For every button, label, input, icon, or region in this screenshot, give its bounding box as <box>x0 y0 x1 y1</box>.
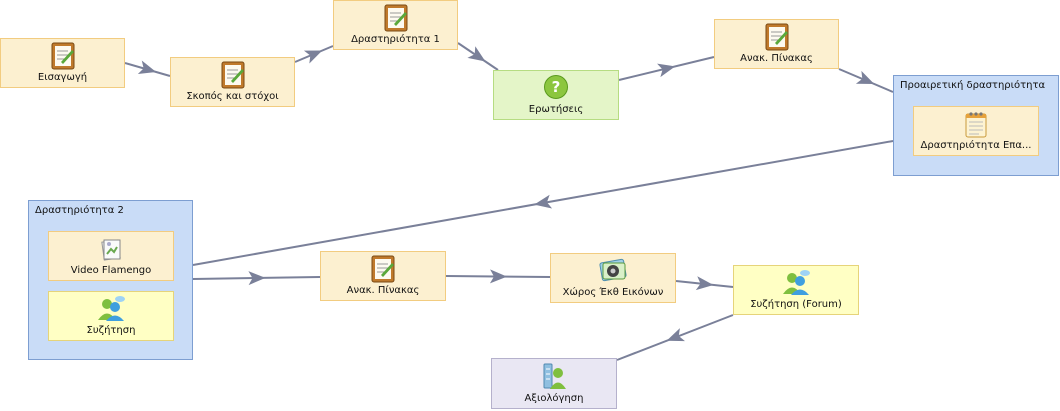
transition-arrow <box>657 63 676 78</box>
transition-arrow <box>534 194 553 209</box>
notepad-icon <box>51 42 75 70</box>
activity-label: Δραστηριότητα 1 <box>351 34 440 45</box>
activity-gallery[interactable]: Χώρος Έκθ Εικόνων <box>550 253 676 303</box>
activity-board-1[interactable]: Ανακ. Πίνακας <box>714 19 839 69</box>
transition-arrow <box>855 70 875 85</box>
activity-1[interactable]: Δραστηριότητα 1 <box>333 0 458 50</box>
svg-text:?: ? <box>552 78 561 96</box>
activity-label: Video Flamengo <box>70 265 152 276</box>
activity-label: Χώρος Έκθ Εικόνων <box>562 287 664 298</box>
activity-label: Ερωτήσεις <box>528 104 584 115</box>
notepad-icon <box>384 4 408 32</box>
optional-activity-item[interactable]: Δραστηριότητα Επα... <box>913 106 1039 156</box>
group-title: Προαιρετική δραστηριότητα <box>900 80 1046 91</box>
resource-icon <box>101 239 121 261</box>
transition-arrow <box>489 269 507 284</box>
transition-arrow <box>303 50 323 64</box>
question-icon: ? <box>544 75 568 99</box>
activity-label: Συζήτηση <box>86 325 136 336</box>
activity-goals[interactable]: Σκοπός και στόχοι <box>170 57 295 107</box>
activity-label: Δραστηριότητα Επα... <box>920 140 1032 151</box>
activity-forum[interactable]: Συζήτηση (Forum) <box>733 265 859 315</box>
discussion-item[interactable]: Συζήτηση <box>48 291 174 341</box>
notebook-icon <box>965 112 987 138</box>
gallery-icon <box>599 258 627 282</box>
users-icon <box>783 270 810 295</box>
activity-assessment[interactable]: Αξιολόγηση <box>491 358 617 409</box>
notepad-icon <box>371 255 395 283</box>
notepad-icon <box>765 23 789 51</box>
transition-arrow <box>248 271 266 286</box>
activity-label: Σκοπός και στόχοι <box>186 91 279 102</box>
activity-2-group[interactable]: Δραστηριότητα 2 Video Flamengo Συζήτηση <box>28 200 193 360</box>
activity-label: Αξιολόγηση <box>524 393 584 404</box>
video-resource[interactable]: Video Flamengo <box>48 231 174 281</box>
transition-arrow <box>137 60 157 75</box>
activity-board-2[interactable]: Ανακ. Πίνακας <box>320 251 446 301</box>
activity-intro[interactable]: Εισαγωγή <box>0 38 125 88</box>
activity-label: Ανακ. Πίνακας <box>740 53 813 64</box>
transition-arrow <box>695 276 714 291</box>
activity-label: Εισαγωγή <box>37 72 88 83</box>
activity-label: Συζήτηση (Forum) <box>750 299 842 310</box>
users-icon <box>98 296 125 321</box>
notepad-icon <box>221 61 245 89</box>
optional-activity-group[interactable]: Προαιρετική δραστηριότητα Δραστηριότητα … <box>893 75 1059 176</box>
transition-arrow <box>467 46 486 62</box>
activity-questions[interactable]: ? Ερωτήσεις <box>493 70 619 120</box>
group-title: Δραστηριότητα 2 <box>35 205 124 216</box>
transition-arrow <box>666 328 685 342</box>
grade-icon <box>543 363 566 389</box>
activity-label: Ανακ. Πίνακας <box>346 285 420 296</box>
